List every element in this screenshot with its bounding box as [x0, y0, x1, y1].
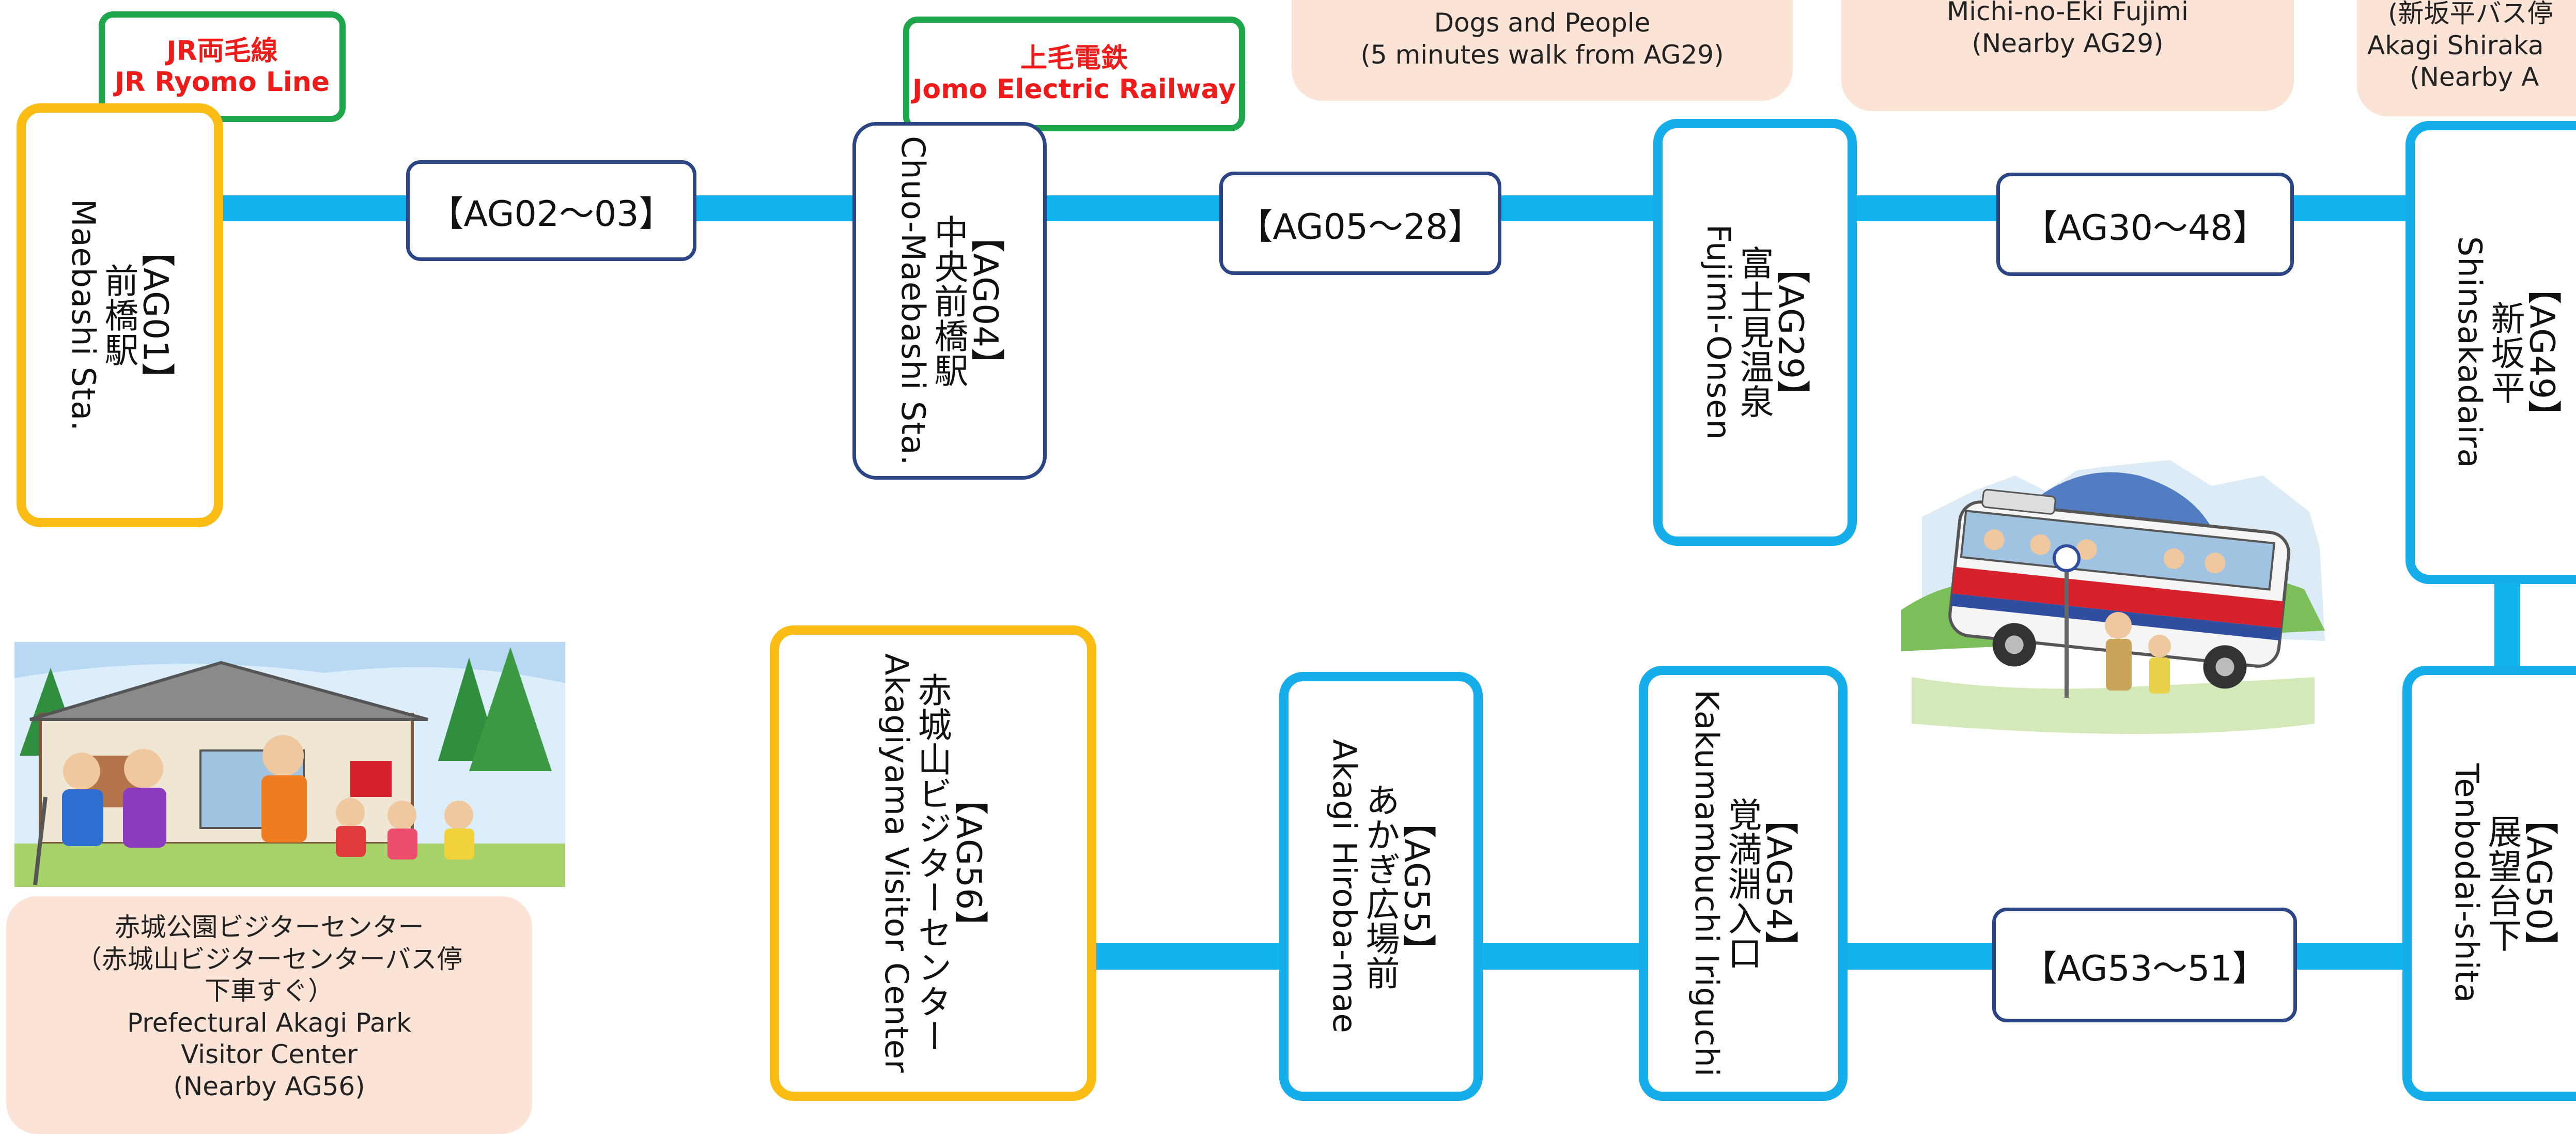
station-ag01-label: 【AG01】 前橋駅 Maebashi Sta. — [65, 199, 176, 432]
transfer-jomo-electric-railway: 上毛電鉄 Jomo Electric Railway — [903, 17, 1245, 131]
station-ag29[interactable]: 【AG29】 富士見温泉 Fujimi-Onsen — [1653, 119, 1857, 546]
range-ag53-51: 【AG53～51】 — [1992, 908, 2297, 1022]
station-ag01-en: Maebashi Sta. — [65, 199, 103, 432]
station-ag01-jp: 前橋駅 — [99, 263, 139, 367]
transfer-jomo-en: Jomo Electric Railway — [912, 74, 1236, 105]
station-ag29-label: 【AG29】 富士見温泉 Fujimi-Onsen — [1700, 224, 1811, 440]
station-ag49-label: 【AG49】 新坂平 Shinsakadaira — [2451, 236, 2562, 469]
info-michi-line1: Michi-no-Eki Fujimi — [1947, 0, 2189, 26]
station-ag50-jp: 展望台下 — [2482, 814, 2522, 953]
station-ag56-en: Akagiyama Visitor Center — [878, 653, 916, 1074]
range-ag30-48: 【AG30～48】 — [1996, 173, 2294, 276]
station-ag04-label: 【AG04】 中央前橋駅 Chuo-Maebashi Sta. — [894, 135, 1005, 466]
station-ag54-label: 【AG54】 覚満淵入口 Kakumambuchi Iriguchi — [1688, 689, 1799, 1077]
info-dogs-line1: Dogs and People — [1434, 8, 1651, 38]
station-ag04-en: Chuo-Maebashi Sta. — [894, 135, 933, 466]
station-ag04-jp: 中央前橋駅 — [928, 214, 969, 388]
route-line-connector — [2494, 579, 2520, 682]
station-ag04[interactable]: 【AG04】 中央前橋駅 Chuo-Maebashi Sta. — [852, 122, 1047, 480]
hikers-illustration — [14, 642, 565, 887]
station-ag04-code: 【AG04】 — [965, 219, 1005, 383]
station-ag50-en: Tenbodai-shita — [2448, 763, 2486, 1004]
info-shinsaka-line1: (新坂平バス停 — [2388, 0, 2553, 28]
station-ag29-jp: 富士見温泉 — [1734, 246, 1774, 419]
station-ag49-en: Shinsakadaira — [2451, 236, 2489, 469]
station-ag49-code: 【AG49】 — [2522, 270, 2562, 435]
station-ag55-en: Akagi Hiroba-mae — [1326, 739, 1364, 1034]
info-shinsaka-line3: (Nearby A — [2410, 62, 2539, 92]
station-ag56[interactable]: 【AG56】 赤城山ビジターセンター Akagiyama Visitor Cen… — [770, 625, 1096, 1101]
station-ag55-jp: あかぎ広場前 — [1360, 782, 1400, 990]
station-ag56-code: 【AG56】 — [949, 781, 989, 945]
bus-illustration — [1901, 455, 2335, 744]
station-ag54[interactable]: 【AG54】 覚満淵入口 Kakumambuchi Iriguchi — [1639, 666, 1848, 1101]
info-michi-line2: (Nearby AG29) — [1972, 28, 2164, 58]
info-box-shinsakadaira: (新坂平バス停 Akagi Shiraka (Nearby A — [2357, 0, 2576, 116]
transfer-jomo-jp: 上毛電鉄 — [1020, 42, 1128, 74]
info-visitor-line5: Visitor Center — [181, 1039, 358, 1069]
station-ag01[interactable]: 【AG01】 前橋駅 Maebashi Sta. — [17, 103, 223, 527]
info-box-visitor-center: 赤城公園ビジターセンター （赤城山ビジターセンターバス停 下車すぐ） Prefe… — [6, 896, 532, 1134]
info-visitor-line2: （赤城山ビジターセンターバス停 — [75, 944, 463, 974]
bus-icon — [1901, 460, 2325, 734]
info-visitor-line1: 赤城公園ビジターセンター — [114, 912, 424, 942]
station-ag56-label: 【AG56】 赤城山ビジターセンター Akagiyama Visitor Cen… — [878, 653, 989, 1074]
transfer-jr-jp: JR両毛線 — [166, 35, 278, 67]
station-ag50-label: 【AG50】 展望台下 Tenbodai-shita — [2448, 763, 2559, 1004]
info-visitor-line3: 下車すぐ） — [205, 976, 334, 1006]
station-ag55-code: 【AG55】 — [1396, 804, 1437, 969]
station-ag54-jp: 覚満淵入口 — [1722, 796, 1762, 970]
station-ag49[interactable]: 【AG49】 新坂平 Shinsakadaira — [2406, 121, 2576, 584]
info-box-dogs-and-people: Dogs and People (5 minutes walk from AG2… — [1292, 0, 1793, 101]
transfer-jr-en: JR Ryomo Line — [114, 67, 330, 98]
station-ag56-jp: 赤城山ビジターセンター — [912, 672, 952, 1054]
station-ag50-code: 【AG50】 — [2519, 801, 2559, 966]
hikers-icon — [14, 642, 565, 887]
info-dogs-line2: (5 minutes walk from AG29) — [1360, 39, 1724, 70]
station-ag29-code: 【AG29】 — [1771, 250, 1811, 415]
range-ag05-28: 【AG05～28】 — [1219, 172, 1501, 275]
station-ag29-en: Fujimi-Onsen — [1700, 224, 1738, 440]
station-ag01-code: 【AG01】 — [135, 233, 176, 397]
info-box-michi-no-eki: Michi-no-Eki Fujimi (Nearby AG29) — [1841, 0, 2294, 111]
station-ag49-jp: 新坂平 — [2485, 300, 2525, 405]
station-ag54-code: 【AG54】 — [1759, 801, 1799, 966]
info-shinsaka-line2: Akagi Shiraka — [2367, 30, 2544, 60]
info-visitor-line4: Prefectural Akagi Park — [127, 1007, 412, 1038]
station-ag54-en: Kakumambuchi Iriguchi — [1688, 689, 1726, 1077]
station-ag55[interactable]: 【AG55】 あかぎ広場前 Akagi Hiroba-mae — [1279, 672, 1483, 1101]
station-ag50[interactable]: 【AG50】 展望台下 Tenbodai-shita — [2402, 666, 2576, 1101]
station-ag55-label: 【AG55】 あかぎ広場前 Akagi Hiroba-mae — [1326, 739, 1437, 1034]
range-ag02-03: 【AG02～03】 — [406, 160, 696, 261]
info-visitor-line6: (Nearby AG56) — [173, 1071, 365, 1101]
